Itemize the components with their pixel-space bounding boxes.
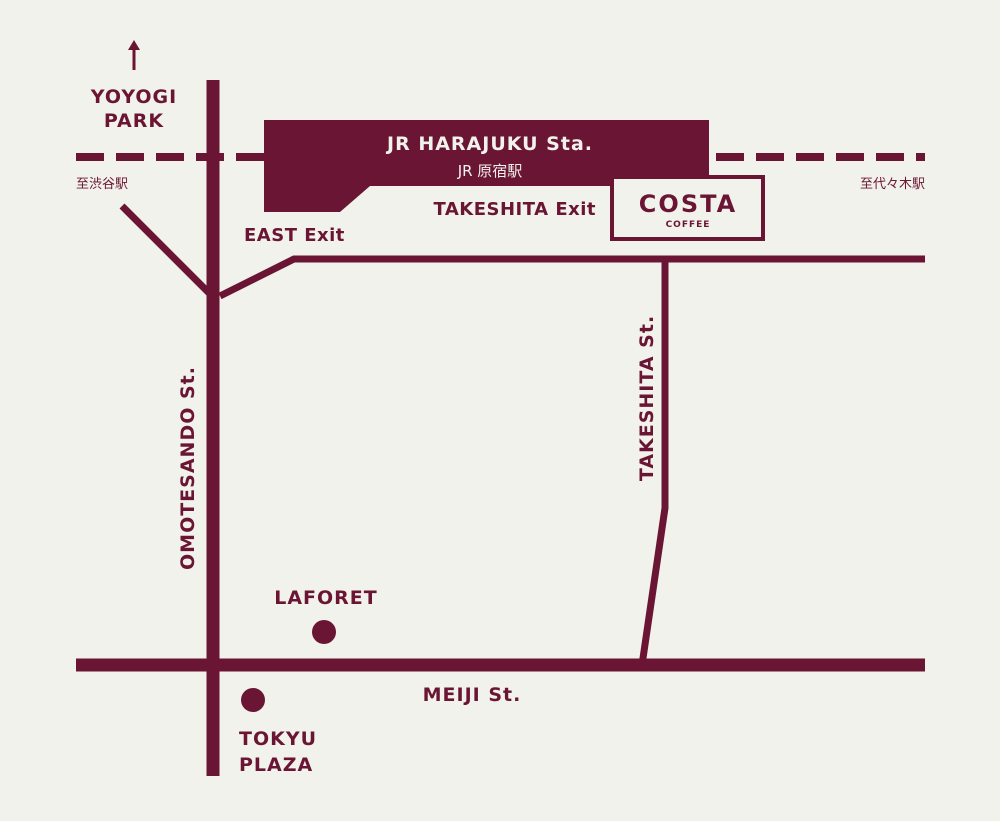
upper-road (218, 255, 925, 300)
diagonal-road (119, 203, 215, 299)
omotesando-street-label: OMOTESANDO St. (177, 366, 199, 570)
station-name-en: JR HARAJUKU Sta. (385, 133, 593, 155)
meiji-street-label: MEIJI St. (423, 684, 522, 706)
station-name-jp: JR 原宿駅 (457, 162, 523, 180)
yoyogi-label-line1: YOYOGI (90, 86, 177, 108)
costa-coffee-box (610, 175, 765, 241)
laforet-label: LAFORET (274, 587, 378, 609)
tokyu-plaza-marker (241, 688, 265, 712)
laforet-marker (312, 620, 336, 644)
arrow-head (128, 40, 140, 50)
tokyu-plaza-label-line2: PLAZA (239, 754, 313, 776)
costa-logo: COSTA (639, 190, 737, 218)
takeshita-street (638, 259, 669, 666)
tokyu-plaza-landmark[interactable]: TOKYU PLAZA (239, 688, 317, 776)
tokyu-plaza-label-line1: TOKYU (239, 728, 317, 750)
laforet-landmark[interactable]: LAFORET (274, 587, 378, 644)
rail-destination-right: 至代々木駅 (860, 177, 925, 192)
takeshita-exit-label: TAKESHITA Exit (433, 199, 596, 220)
yoyogi-label-line2: PARK (104, 110, 165, 132)
rail-destination-left: 至渋谷駅 (76, 177, 128, 192)
east-exit-label: EAST Exit (244, 225, 345, 246)
costa-coffee-marker[interactable]: COSTA COFFEE (610, 175, 765, 241)
station-building (264, 120, 709, 212)
takeshita-street-label: TAKESHITA St. (636, 315, 658, 481)
costa-sub: COFFEE (666, 220, 711, 230)
yoyogi-direction: YOYOGI PARK (90, 40, 177, 132)
